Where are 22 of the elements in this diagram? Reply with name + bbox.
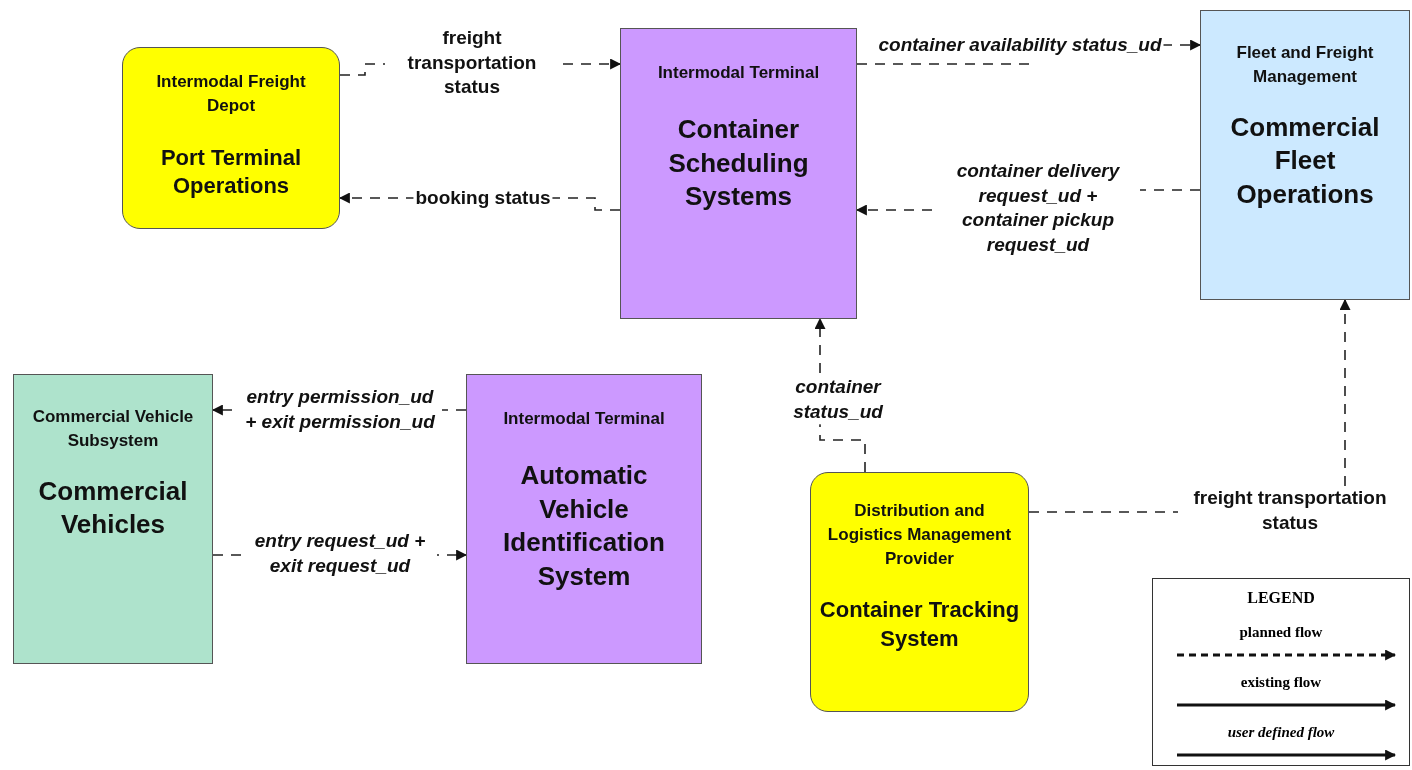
legend-text: existing flow <box>1239 674 1323 691</box>
legend-text: planned flow <box>1238 624 1324 641</box>
node-title: Port Terminal Operations <box>159 143 303 201</box>
system-box <box>466 374 702 664</box>
node-heading: Intermodal Terminal <box>656 62 821 84</box>
system-box <box>1200 10 1410 300</box>
system-box <box>13 374 213 664</box>
node-heading: Intermodal Terminal <box>502 408 666 430</box>
node-title: Commercial Vehicles <box>37 474 189 542</box>
node-title: Automatic Vehicle Identification System <box>502 458 666 594</box>
legend-text: user defined flow <box>1226 724 1336 741</box>
node-title: Commercial Fleet Operations <box>1229 110 1381 212</box>
node-title: Container Tracking System <box>818 596 1021 653</box>
node-heading: Fleet and Freight Management <box>1235 42 1375 88</box>
system-box <box>810 472 1029 712</box>
system-box <box>122 47 340 229</box>
legend-title: LEGEND <box>1246 589 1316 607</box>
node-heading: Distribution and Logistics Management Provider <box>826 500 1013 570</box>
node-heading: Commercial Vehicle Subsystem <box>31 406 195 452</box>
system-box <box>620 28 857 319</box>
node-title: Container Scheduling Systems <box>667 112 810 214</box>
node-heading: Intermodal Freight Depot <box>155 71 307 117</box>
